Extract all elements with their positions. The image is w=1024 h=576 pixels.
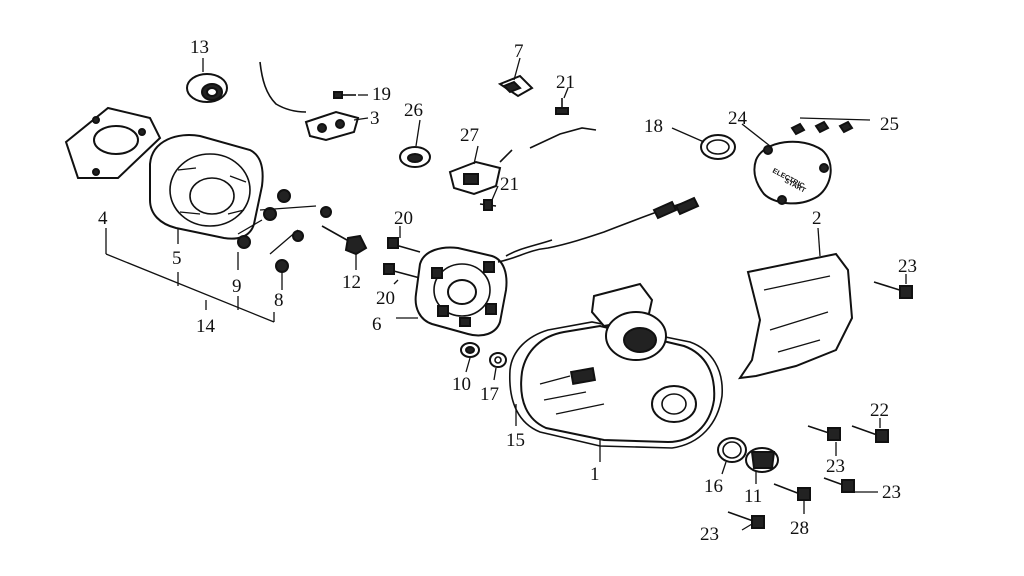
label-6: 6	[372, 314, 382, 335]
label-2: 2	[812, 208, 822, 229]
label-8: 8	[274, 290, 284, 311]
label-21-upper: 21	[556, 72, 575, 93]
part-4-flywheel-plate	[64, 106, 162, 179]
label-21-lower: 21	[500, 174, 519, 195]
label-4: 4	[98, 208, 108, 229]
part-23-bolt-lowright	[823, 477, 855, 493]
label-16: 16	[704, 476, 723, 497]
part-20-bolt-upper	[387, 237, 421, 253]
label-3: 3	[370, 108, 380, 129]
part-1-crankcase-cover	[520, 282, 716, 444]
label-24: 24	[728, 108, 748, 129]
part-23-bolt-mid	[807, 425, 841, 441]
label-9: 9	[232, 276, 242, 297]
label-15: 15	[506, 430, 525, 451]
wire-segment	[529, 127, 597, 149]
label-13: 13	[190, 37, 209, 58]
part-12-bolt	[321, 225, 368, 256]
label-23-lowright: 23	[882, 482, 901, 503]
label-11: 11	[744, 486, 762, 507]
part-6-stator	[414, 246, 508, 337]
part-23-bolt-bottom	[727, 511, 765, 529]
part-5-flywheel-rotor	[149, 134, 264, 240]
part-3-pickup-sensor	[304, 110, 360, 142]
part-9-8-fasteners	[237, 189, 332, 273]
part-22-bolt	[851, 425, 889, 443]
label-1: 1	[590, 464, 600, 485]
part-27-switch	[448, 149, 513, 196]
part-20-bolt-lower	[383, 263, 421, 279]
label-17: 17	[480, 384, 499, 405]
part-19-screw	[333, 91, 356, 99]
label-20-upper: 20	[394, 208, 413, 229]
part-24-electric-start-cover: ELECTRIC START	[753, 140, 832, 205]
part-26-ring	[399, 146, 431, 168]
part-21-screw-upper	[555, 98, 569, 115]
part-2-shroud	[737, 252, 854, 380]
part-28-bolt	[773, 483, 811, 501]
label-20-lower: 20	[376, 288, 395, 309]
label-27: 27	[460, 125, 479, 146]
part-16-o-ring	[717, 437, 747, 463]
part-17-washer	[489, 352, 507, 368]
label-14: 14	[196, 316, 216, 337]
label-18: 18	[644, 116, 663, 137]
label-10: 10	[452, 374, 471, 395]
part-15-gasket	[509, 321, 723, 449]
part-18-o-ring	[700, 134, 736, 160]
part-21-screw-lower	[479, 199, 497, 211]
label-23-bottom: 23	[700, 524, 719, 545]
part-25-screws	[790, 117, 871, 136]
label-28: 28	[790, 518, 809, 539]
label-22: 22	[870, 400, 889, 421]
label-12: 12	[342, 272, 361, 293]
label-23-right: 23	[898, 256, 917, 277]
label-25: 25	[880, 114, 899, 135]
label-7: 7	[514, 41, 524, 62]
label-26: 26	[404, 100, 423, 121]
part-labels: 1 2 3 4 5 6 7 8 9 10 11 12 13 14 15 16 1…	[98, 37, 917, 545]
part-7-clip	[497, 74, 534, 98]
label-5: 5	[172, 248, 182, 269]
label-19: 19	[372, 84, 391, 105]
leader-lines	[105, 57, 907, 531]
part-10-clip	[460, 342, 480, 358]
harness-connectors	[652, 196, 700, 220]
label-23-mid: 23	[826, 456, 845, 477]
part-11-plug	[745, 447, 779, 473]
wire-harness-top	[259, 61, 307, 113]
part-23-bolt-right	[873, 281, 913, 299]
part-13-bushing	[186, 73, 228, 103]
wiring-harness	[497, 199, 693, 263]
